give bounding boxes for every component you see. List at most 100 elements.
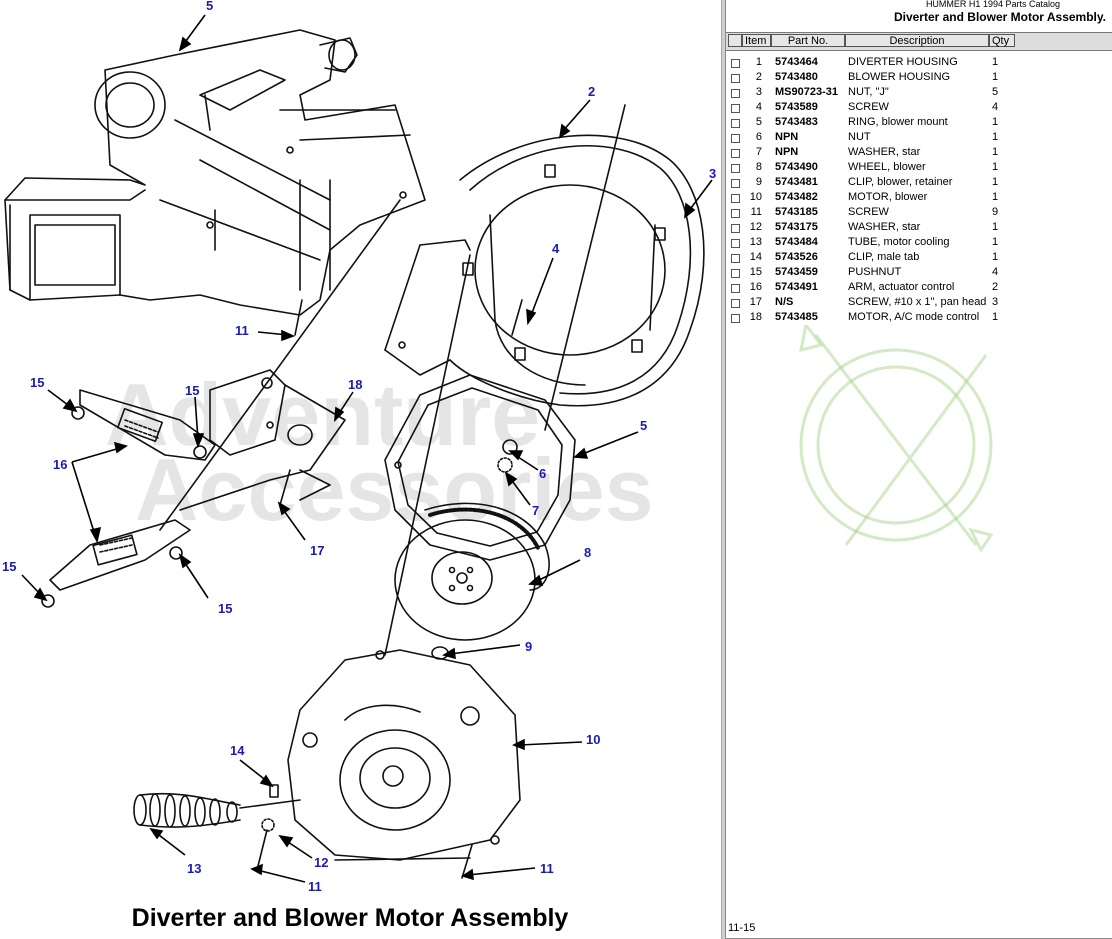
callout-5: 5 (640, 418, 648, 433)
part-quantity: 1 (992, 191, 999, 203)
part-description: WHEEL, blower (848, 161, 926, 173)
part-quantity: 4 (992, 101, 999, 113)
part-number: 5743526 (775, 251, 818, 263)
item-number: 18 (749, 311, 762, 323)
row-checkbox[interactable] (731, 59, 740, 68)
part-description: WASHER, star (848, 221, 921, 233)
panel-splitter[interactable] (721, 0, 726, 939)
callout-13: 13 (187, 861, 202, 876)
parts-table-header: Item Part No. Description Qty (726, 32, 1112, 51)
row-checkbox[interactable] (731, 179, 740, 188)
pushnut-a (71, 406, 85, 420)
header-checkbox-cell (728, 34, 742, 47)
part-description: NUT (848, 131, 871, 143)
row-checkbox[interactable] (731, 89, 740, 98)
column-header-qty[interactable]: Qty (989, 34, 1015, 47)
part-description: SCREW (848, 206, 889, 218)
item-number: 3 (755, 86, 762, 98)
callout-10: 10 (586, 732, 601, 747)
blower-motor (287, 649, 521, 861)
part-quantity: 1 (992, 251, 999, 263)
pushnut-b (193, 445, 207, 459)
callout-2: 2 (588, 84, 596, 99)
part-quantity: 1 (992, 236, 999, 248)
callout-9: 9 (525, 639, 533, 654)
row-checkbox[interactable] (731, 164, 740, 173)
callout-14: 14 (230, 743, 245, 758)
part-description: CLIP, blower, retainer (848, 176, 953, 188)
row-checkbox[interactable] (731, 299, 740, 308)
part-number: MS90723-31 (775, 86, 838, 98)
blower-mount-ring (384, 374, 576, 561)
part-quantity: 1 (992, 221, 999, 233)
part-number: 5743484 (775, 236, 818, 248)
column-header-description[interactable]: Description (845, 34, 989, 47)
item-number: 10 (749, 191, 762, 203)
part-quantity: 1 (992, 131, 999, 143)
item-number: 6 (755, 131, 762, 143)
row-checkbox[interactable] (731, 224, 740, 233)
part-number: N/S (775, 296, 794, 308)
column-header-part-no[interactable]: Part No. (771, 34, 845, 47)
row-checkbox[interactable] (731, 239, 740, 248)
row-checkbox[interactable] (731, 134, 740, 143)
part-quantity: 1 (992, 71, 999, 83)
row-checkbox[interactable] (731, 209, 740, 218)
diagram-title: Diverter and Blower Motor Assembly (131, 904, 569, 932)
row-checkbox[interactable] (731, 104, 740, 113)
callout-7: 7 (532, 503, 540, 518)
part-description: SCREW, #10 x 1", pan head (848, 296, 987, 308)
callout-4: 4 (552, 241, 560, 256)
row-checkbox[interactable] (731, 254, 740, 263)
callout-15: 15 (218, 601, 233, 616)
cooling-tube (133, 792, 301, 828)
callout-3: 3 (709, 166, 717, 181)
part-number: 5743464 (775, 56, 818, 68)
item-number: 7 (755, 146, 762, 158)
assembly-title: Diverter and Blower Motor Assembly. (893, 10, 1106, 24)
row-checkbox[interactable] (731, 284, 740, 293)
part-quantity: 4 (992, 266, 999, 278)
row-checkbox[interactable] (731, 149, 740, 158)
blower-housing (384, 134, 705, 407)
screw-11b (256, 829, 268, 871)
page-number: 11-15 (728, 922, 756, 934)
row-checkbox[interactable] (731, 314, 740, 323)
part-number: 5743459 (775, 266, 818, 278)
pushnut-c (41, 594, 55, 608)
row-checkbox[interactable] (731, 194, 740, 203)
column-header-item[interactable]: Item (742, 34, 771, 47)
part-quantity: 1 (992, 56, 999, 68)
part-description: PUSHNUT (848, 266, 902, 278)
part-quantity: 2 (992, 281, 999, 293)
part-quantity: 9 (992, 206, 999, 218)
row-checkbox[interactable] (731, 119, 740, 128)
part-quantity: 1 (992, 116, 999, 128)
screw-11c (461, 844, 473, 879)
callout-arrows (21, 14, 713, 883)
row-checkbox[interactable] (731, 74, 740, 83)
item-number: 1 (755, 56, 762, 68)
part-number: 5743483 (775, 116, 818, 128)
row-checkbox[interactable] (731, 269, 740, 278)
screw-17 (279, 469, 291, 506)
part-description: MOTOR, blower (848, 191, 928, 203)
